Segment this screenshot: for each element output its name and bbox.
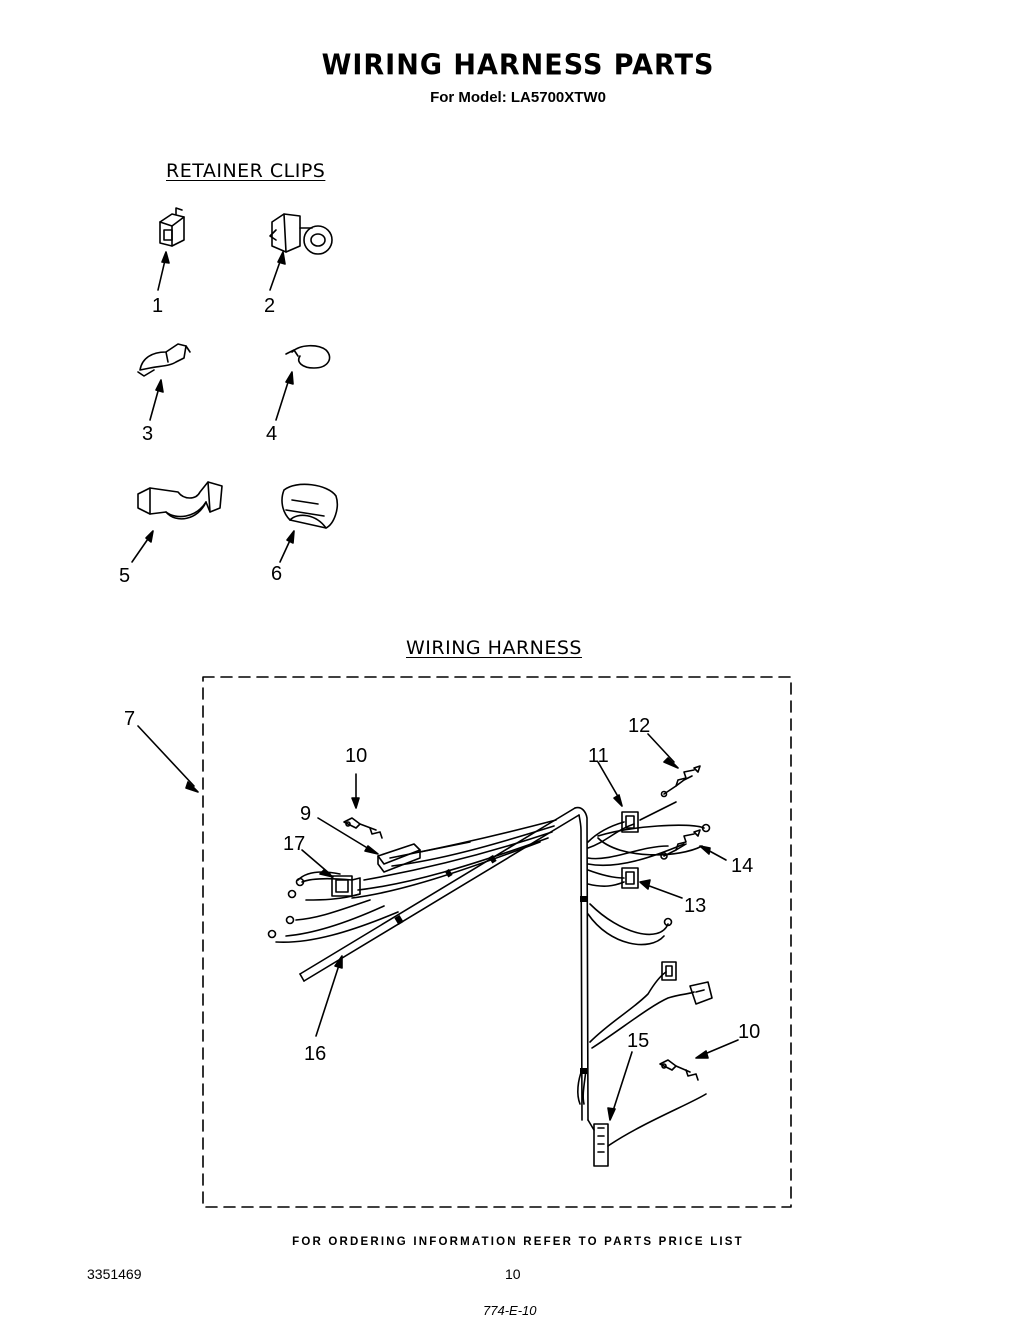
page-number: 10 — [505, 1266, 521, 1282]
leader-13 — [643, 883, 683, 899]
callout-5: 5 — [119, 565, 131, 587]
callout-2: 2 — [264, 295, 276, 317]
callout-15: 15 — [627, 1030, 650, 1052]
retainer-clip-4-drawing — [285, 344, 331, 369]
callout-7: 7 — [124, 708, 136, 730]
leader-clip-4 — [275, 375, 291, 421]
connector-15-drawing — [577, 1069, 707, 1167]
harness-trunk — [299, 806, 589, 1121]
leader-12 — [647, 733, 675, 763]
retainer-clips-heading: RETAINER CLIPS — [166, 160, 326, 182]
callout-11: 11 — [588, 745, 609, 767]
retainer-clip-3-drawing — [137, 343, 191, 377]
wiring-harness-heading: WIRING HARNESS — [406, 637, 582, 659]
part-12-drawing — [660, 765, 701, 798]
harness-boundary — [202, 676, 792, 1208]
retainer-clip-5-drawing — [137, 481, 223, 520]
callout-3: 3 — [142, 423, 154, 445]
leader-16 — [315, 961, 341, 1037]
callout-4: 4 — [266, 423, 278, 445]
callout-10-lower: 10 — [738, 1021, 761, 1043]
leader-15 — [611, 1051, 633, 1115]
right-branch-wires — [587, 801, 705, 946]
callout-1: 1 — [152, 295, 164, 317]
callout-10-upper: 10 — [345, 745, 368, 767]
connector-11-drawing — [621, 811, 639, 833]
part-14-drawing — [663, 829, 701, 857]
callout-6: 6 — [271, 563, 283, 585]
document-number: 3351469 — [87, 1266, 142, 1282]
ordering-info: FOR ORDERING INFORMATION REFER TO PARTS … — [292, 1236, 744, 1248]
retainer-clip-1-drawing — [159, 207, 185, 247]
leader-9 — [317, 817, 375, 853]
connector-13-drawing — [621, 867, 639, 889]
part-10-lower-drawing — [659, 1059, 699, 1081]
leader-11 — [597, 761, 621, 801]
trunk-clamps — [394, 854, 587, 1074]
lower-connectors-drawing — [589, 961, 713, 1049]
page-title: WIRING HARNESS PARTS — [321, 49, 715, 82]
retainer-clip-2-drawing — [269, 213, 333, 255]
part-10-upper-drawing — [343, 817, 383, 839]
callout-14: 14 — [731, 855, 754, 877]
leader-7 — [137, 725, 195, 787]
leader-clip-5 — [131, 535, 151, 563]
callout-12: 12 — [628, 715, 651, 737]
callout-9: 9 — [300, 803, 312, 825]
handwritten-note: 774-E-10 — [483, 1303, 537, 1318]
callout-17: 17 — [283, 833, 306, 855]
callout-16: 16 — [304, 1043, 327, 1065]
connector-9-drawing — [377, 841, 471, 873]
connector-17-drawing — [331, 875, 361, 897]
wire-bundle — [275, 819, 557, 944]
retainer-clip-6-drawing — [281, 483, 339, 529]
model-subtitle: For Model: LA5700XTW0 — [430, 89, 606, 106]
leader-17 — [301, 849, 331, 875]
callout-13: 13 — [684, 895, 707, 917]
